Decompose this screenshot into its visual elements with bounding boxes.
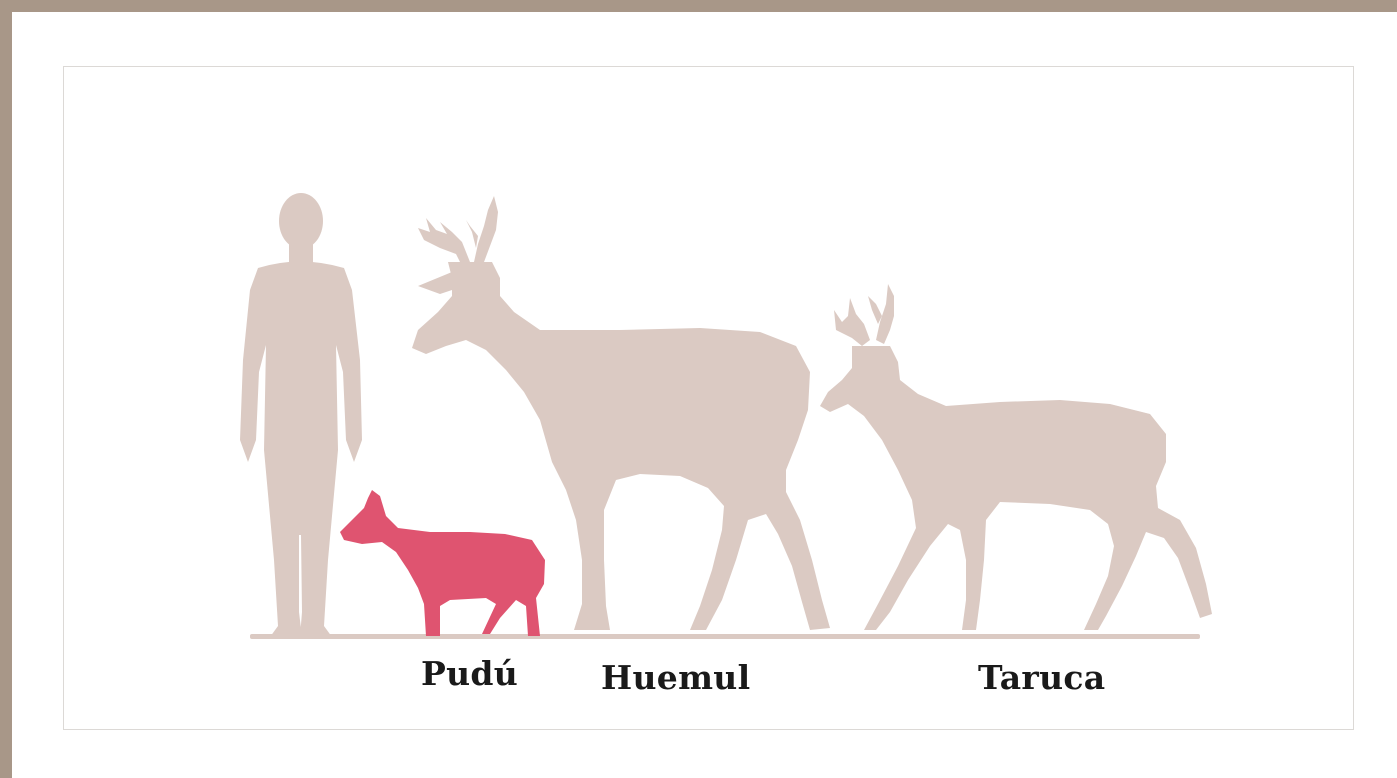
ground-line — [250, 634, 1200, 639]
label-taruca: Taruca — [978, 658, 1105, 697]
label-huemul: Huemul — [601, 658, 750, 697]
human-silhouette — [240, 193, 362, 637]
label-pudu: Pudú — [421, 654, 518, 693]
pudu-silhouette — [340, 490, 545, 636]
taruca-silhouette — [820, 284, 1212, 630]
